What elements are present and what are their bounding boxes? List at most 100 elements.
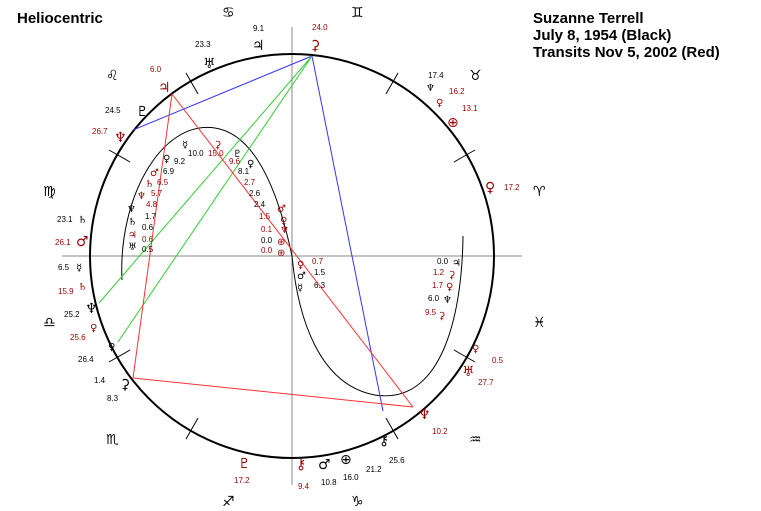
degree-label: 1.7 bbox=[145, 212, 157, 221]
zodiac-virgo-icon: ♍ bbox=[43, 184, 56, 200]
earth-icon: ⊕ bbox=[340, 452, 352, 468]
chiron-inner-3-icon: ⚳ bbox=[438, 311, 445, 322]
degree-label: 0.0 bbox=[261, 236, 273, 245]
neptune-icon: ♆ bbox=[426, 83, 435, 94]
chiron-aquarius-icon: ⚷ bbox=[379, 433, 389, 449]
chiron-inner-2-icon: ⚳ bbox=[448, 270, 455, 281]
natal-date: July 8, 1954 (Black) bbox=[533, 27, 672, 44]
chiron-inner-icon: ⚳ bbox=[214, 140, 221, 151]
saturn-transit-icon: ♄ bbox=[78, 282, 87, 293]
degree-label: 24.0 bbox=[312, 23, 328, 32]
zodiac-wheel-circle bbox=[89, 53, 495, 459]
degree-label: 6.5 bbox=[157, 178, 169, 187]
degree-label: 1.2 bbox=[433, 268, 445, 277]
chiron-transit-icon: ⚳ bbox=[310, 38, 320, 54]
degree-label: 1.5 bbox=[314, 268, 326, 277]
zodiac-cancer-icon: ♋ bbox=[222, 5, 235, 21]
sign-ticks bbox=[108, 72, 476, 440]
zodiac-libra-icon: ♎ bbox=[43, 315, 56, 331]
degree-label: 10.2 bbox=[432, 427, 448, 436]
pluto-inner-icon: ♇ bbox=[233, 149, 242, 160]
degree-label: 6.3 bbox=[314, 281, 326, 290]
uranus-inner-icon: ♅ bbox=[128, 242, 137, 253]
planet-glyphs: ♃ ⚳ ♅ ♃ ♇ ♆ ♆ ♀ ⊕ ♀ ♄ ♂ ☿ ♄ ♆ ♀ ♀ ⚳ ♀ ♅ … bbox=[76, 38, 495, 473]
transit-date: Transits Nov 5, 2002 (Red) bbox=[533, 44, 720, 61]
degree-label: 6.5 bbox=[58, 263, 70, 272]
degree-label: 8.1 bbox=[238, 167, 250, 176]
zodiac-aries-icon: ♈ bbox=[533, 184, 546, 200]
venus-transit-icon: ♀ bbox=[436, 98, 443, 109]
degree-label: 25.2 bbox=[64, 310, 80, 319]
aspect-line-blue-1 bbox=[132, 55, 313, 131]
degree-label: 17.2 bbox=[234, 476, 250, 485]
degree-label: 24.5 bbox=[105, 106, 121, 115]
degree-label: 0.1 bbox=[261, 225, 273, 234]
degree-label: 0.0 bbox=[261, 246, 273, 255]
degree-label: 8.3 bbox=[107, 394, 119, 403]
mercury-inner-icon: ☿ bbox=[182, 140, 188, 151]
mars-inner-3-icon: ♂ bbox=[277, 204, 286, 215]
mercury-inner-2-icon: ♀ bbox=[163, 154, 170, 165]
neptune-inner-2-icon: ♆ bbox=[127, 204, 136, 215]
saturn-icon: ♄ bbox=[78, 215, 87, 226]
inner-degree-labels: 10.0 15.0 9.2 6.9 6.5 5.7 4.8 1.7 0.6 0.… bbox=[142, 149, 449, 317]
degree-label: 6.0 bbox=[150, 65, 162, 74]
degree-label: 25.6 bbox=[389, 456, 405, 465]
neptune-libra-icon: ♆ bbox=[85, 301, 98, 317]
neptune-transit-icon: ♆ bbox=[114, 130, 127, 146]
degree-label: 15.0 bbox=[208, 149, 224, 158]
degree-label: 5.7 bbox=[151, 189, 163, 198]
pluto-icon: ♇ bbox=[136, 104, 149, 120]
uranus-transit-icon: ♅ bbox=[462, 364, 475, 380]
degree-label: 10.8 bbox=[321, 478, 337, 487]
degree-label: 4.8 bbox=[146, 200, 158, 209]
degree-label: 1.5 bbox=[259, 212, 271, 221]
chiron-scorpio-icon: ⚳ bbox=[120, 377, 130, 393]
degree-label: 9.4 bbox=[298, 482, 310, 491]
degree-label: 21.2 bbox=[366, 465, 382, 474]
mars-inner-icon: ♀ bbox=[247, 159, 254, 170]
degree-label: 1.7 bbox=[432, 281, 444, 290]
saturn-inner-2-icon: ♄ bbox=[128, 217, 137, 228]
mercury-inner-3-icon: ☿ bbox=[297, 283, 303, 294]
aspect-line-green-1 bbox=[98, 55, 313, 304]
degree-label: 6.9 bbox=[163, 167, 175, 176]
degree-label: 2.6 bbox=[249, 189, 261, 198]
neptune-inner-3-icon: ♆ bbox=[280, 225, 289, 236]
zodiac-gemini-icon: ♊ bbox=[351, 5, 364, 21]
degree-label: 16.2 bbox=[449, 87, 465, 96]
degree-label: 16.0 bbox=[343, 473, 359, 482]
degree-label: 26.4 bbox=[78, 355, 94, 364]
degree-label: 25.6 bbox=[70, 333, 86, 342]
degree-label: 13.1 bbox=[462, 104, 478, 113]
neptune-inner-icon: ♆ bbox=[137, 191, 146, 202]
mars-inner-transit-icon: ♂ bbox=[150, 168, 159, 179]
degree-label: 6.0 bbox=[428, 294, 440, 303]
degree-label: 1.4 bbox=[94, 376, 106, 385]
chiron-transit-cap-icon: ⚷ bbox=[296, 457, 306, 473]
degree-label: 9.2 bbox=[174, 157, 186, 166]
degree-label: 26.7 bbox=[92, 127, 108, 136]
outer-degree-labels: 24.0 9.1 23.3 6.0 24.5 26.7 17.4 16.2 13… bbox=[55, 23, 520, 491]
degree-label: 15.9 bbox=[58, 287, 74, 296]
earth-transit-icon: ⊕ bbox=[447, 115, 459, 131]
chart-subject-block: Suzanne Terrell July 8, 1954 (Black) Tra… bbox=[533, 10, 720, 61]
inner-planet-glyphs: ☿ ⚳ ♇ ♀ ♀ ♂ ♄ ♆ ♆ ♄ ♃ ♅ ♂ ♀ ♆ ⊕ ⊕ ♀ ♂ ☿ … bbox=[127, 140, 461, 322]
venus-inner-2-icon: ♀ bbox=[297, 260, 304, 271]
degree-label: 9.6 bbox=[229, 157, 241, 166]
degree-label: 17.4 bbox=[428, 71, 444, 80]
aspect-line-red-2 bbox=[132, 93, 173, 379]
degree-label: 0.6 bbox=[142, 235, 154, 244]
earth-inner-icon: ⊕ bbox=[277, 237, 285, 248]
degree-label: 10.0 bbox=[188, 149, 204, 158]
orbit-loop-right bbox=[291, 235, 464, 397]
degree-label: 23.3 bbox=[195, 40, 211, 49]
orbit-loop-left bbox=[121, 127, 293, 281]
venus-inner-3-icon: ♀ bbox=[446, 282, 453, 293]
degree-label: 0.0 bbox=[437, 257, 449, 266]
subject-name: Suzanne Terrell bbox=[533, 10, 644, 27]
neptune-transit-aquarius-icon: ♆ bbox=[418, 407, 431, 423]
aspect-line-green-2 bbox=[117, 55, 313, 343]
venus-libra-icon: ♀ bbox=[108, 342, 115, 353]
